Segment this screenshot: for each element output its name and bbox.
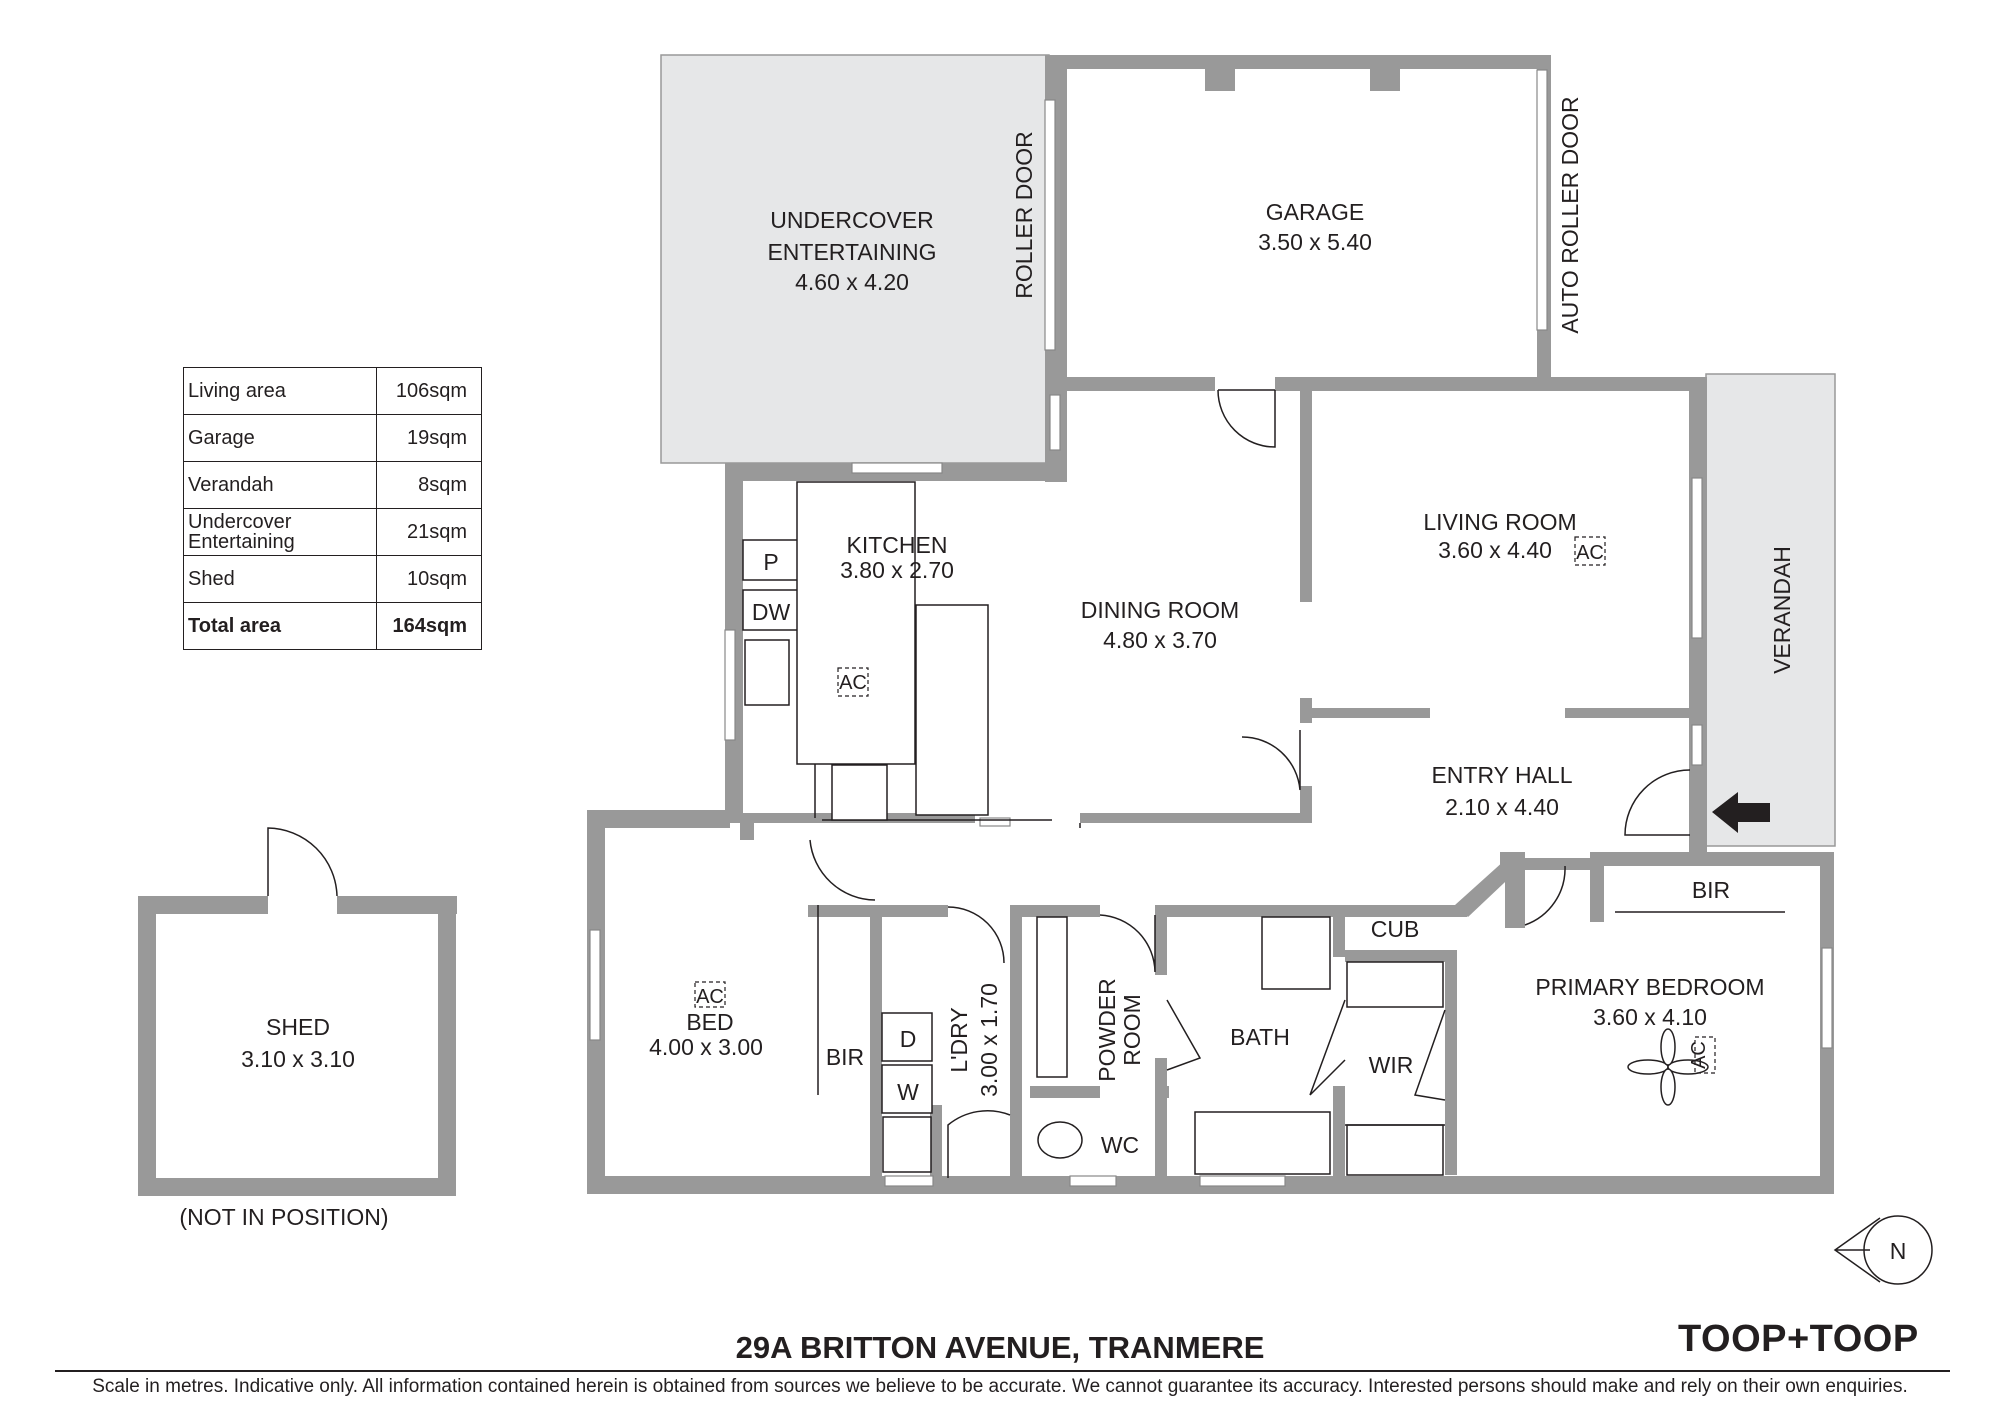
undercover-label-1: UNDERCOVER — [770, 207, 934, 233]
roller-door-label: ROLLER DOOR — [1011, 131, 1037, 298]
kitchen-dims: 3.80 x 2.70 — [840, 557, 954, 583]
area-label: Garage — [183, 414, 377, 462]
dryer — [881, 1012, 933, 1062]
living-ac-label: AC — [1576, 542, 1604, 564]
ceiling-fan-icon — [1627, 1028, 1709, 1106]
garage-label: GARAGE — [1266, 199, 1364, 225]
powder-label-1: POWDER — [1094, 978, 1120, 1082]
area-value: 19sqm — [376, 414, 482, 462]
dining-dims: 4.80 x 3.70 — [1103, 627, 1217, 653]
not-in-position-label: (NOT IN POSITION) — [179, 1204, 388, 1230]
dining-label: DINING ROOM — [1081, 597, 1239, 623]
fixtures — [742, 481, 1709, 1176]
area-label: Verandah — [183, 461, 377, 509]
wir-label: WIR — [1369, 1052, 1414, 1078]
primary-label: PRIMARY BEDROOM — [1535, 974, 1764, 1000]
page-title: 29A BRITTON AVENUE, TRANMERE — [735, 1330, 1265, 1365]
ac-icon — [1574, 536, 1606, 566]
wc-label: WC — [1101, 1132, 1139, 1158]
laundry-label: L'DRY — [946, 1007, 972, 1072]
washer — [881, 1064, 933, 1114]
dishwasher-label: DW — [752, 599, 791, 625]
area-value: 8sqm — [376, 461, 482, 509]
ac-icon — [837, 667, 869, 697]
primary-ac-label: AC — [1688, 1041, 1710, 1069]
shed-dims: 3.10 x 3.10 — [241, 1046, 355, 1072]
laundry-sink — [882, 1116, 932, 1173]
washer-label: W — [897, 1079, 919, 1105]
north-arrow-icon — [1833, 1215, 1933, 1285]
windows — [589, 69, 1833, 1187]
ac-icon — [694, 981, 726, 1008]
bed-dims: 4.00 x 3.00 — [649, 1034, 763, 1060]
auto-roller-door-label: AUTO ROLLER DOOR — [1557, 96, 1583, 333]
kitchen-ac-label: AC — [839, 672, 867, 694]
powder-label-2: ROOM — [1119, 994, 1145, 1066]
kitchen-label: KITCHEN — [847, 532, 948, 558]
bed-label: BED — [686, 1009, 733, 1035]
bed-ac-label: AC — [696, 986, 724, 1008]
verandah-label: VERANDAH — [1769, 546, 1795, 674]
entry-dims: 2.10 x 4.40 — [1445, 794, 1559, 820]
living-label: LIVING ROOM — [1423, 509, 1576, 535]
cooktop-icon — [831, 764, 888, 821]
shower — [1261, 916, 1331, 990]
island-bench — [915, 604, 989, 816]
area-value: 106sqm — [376, 367, 482, 415]
bathtub — [1194, 1111, 1331, 1175]
dryer-label: D — [900, 1026, 917, 1052]
area-value: 10sqm — [376, 555, 482, 603]
footer-divider — [55, 1370, 1950, 1372]
toilet-icon — [1037, 1121, 1083, 1159]
room-labels: UNDERCOVER ENTERTAINING 4.60 x 4.20 GARA… — [179, 96, 1906, 1264]
undercover-label-2: ENTERTAINING — [767, 239, 936, 265]
vanity — [1036, 916, 1068, 1078]
north-label: N — [1890, 1238, 1907, 1264]
ac-icon — [1694, 1036, 1716, 1074]
cub-label: CUB — [1371, 916, 1420, 942]
area-label: Undercover Entertaining — [183, 508, 377, 556]
bir-bed-label: BIR — [826, 1044, 864, 1070]
area-value: 21sqm — [376, 508, 482, 556]
disclaimer-text: Scale in metres. Indicative only. All in… — [92, 1376, 1908, 1397]
total-label: Total area — [183, 602, 377, 650]
pantry-label: P — [763, 549, 778, 575]
entry-arrow-icon — [1712, 792, 1770, 833]
living-dims: 3.60 x 4.40 — [1438, 537, 1552, 563]
area-label: Living area — [183, 367, 377, 415]
total-value: 164sqm — [376, 602, 482, 650]
entry-label: ENTRY HALL — [1431, 762, 1572, 788]
dishwasher — [742, 589, 799, 631]
undercover-dims: 4.60 x 4.20 — [795, 269, 909, 295]
verandah-area — [1705, 373, 1836, 847]
bir-primary-label: BIR — [1692, 877, 1730, 903]
laundry-dims: 3.00 x 1.70 — [976, 983, 1002, 1097]
brand-logo: TOOP+TOOP — [1678, 1318, 1919, 1360]
shed-label: SHED — [266, 1014, 330, 1040]
garage-dims: 3.50 x 5.40 — [1258, 229, 1372, 255]
kitchen-sink — [744, 639, 790, 706]
primary-dims: 3.60 x 4.10 — [1593, 1004, 1707, 1030]
ac-markers — [694, 536, 1716, 1074]
bath-label: BATH — [1230, 1024, 1290, 1050]
undercover-entertaining-area — [660, 54, 1050, 464]
area-label: Shed — [183, 555, 377, 603]
